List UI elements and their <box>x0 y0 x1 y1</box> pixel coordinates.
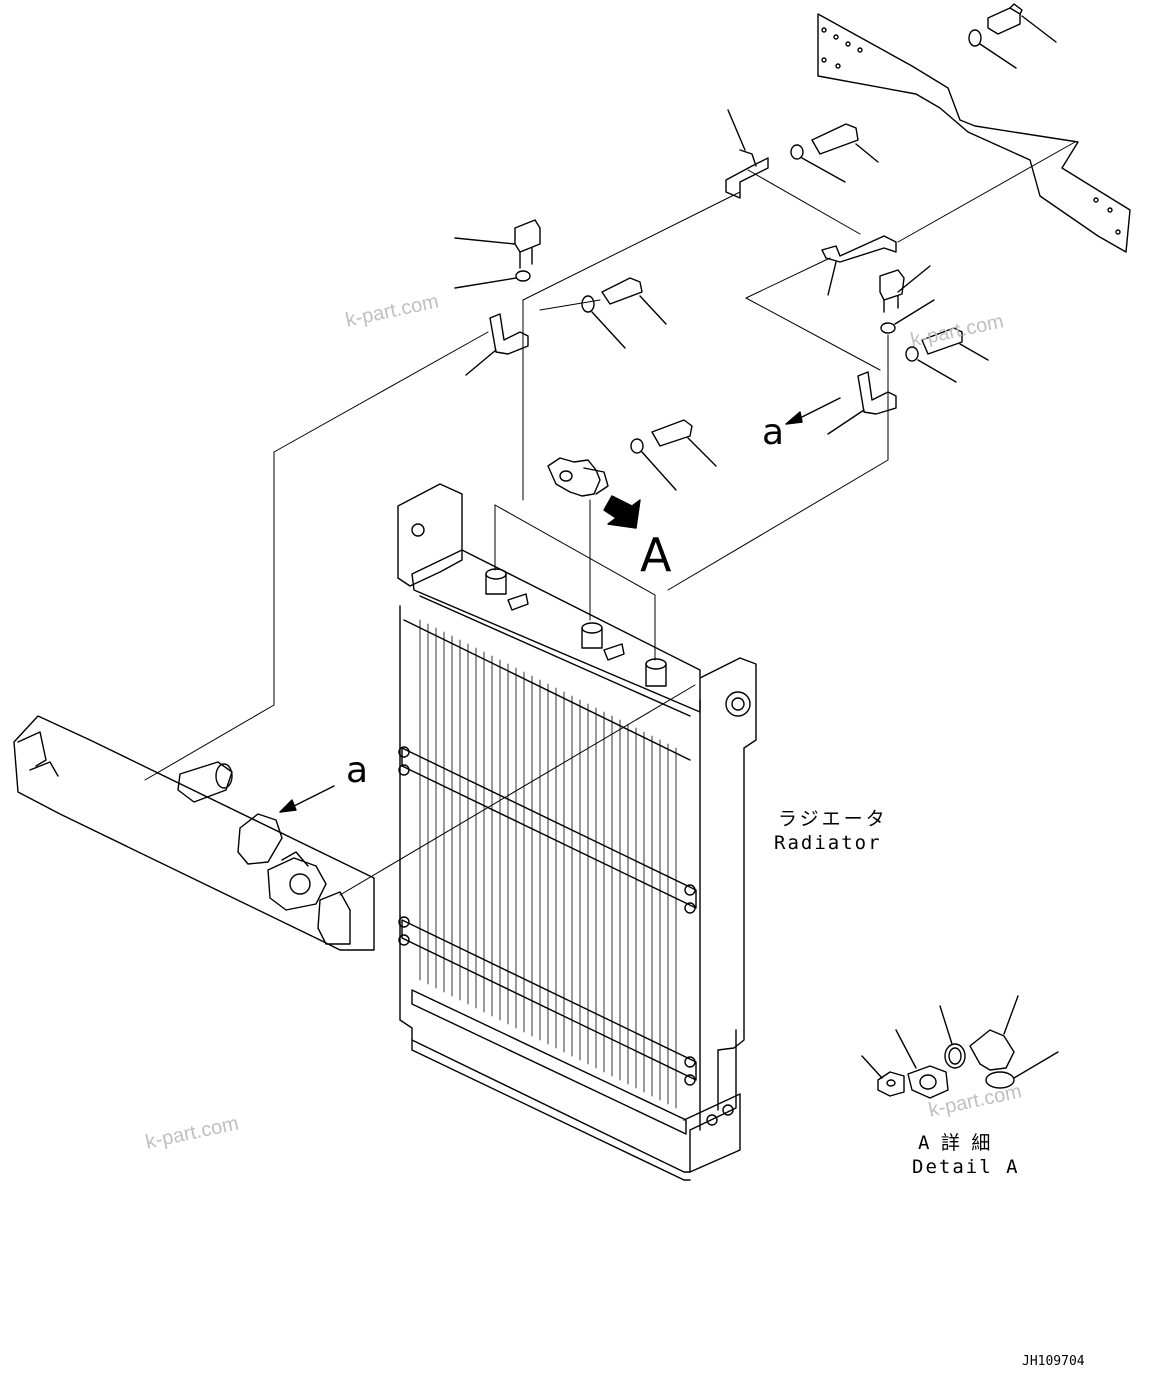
ref-a-upper-label: a <box>762 412 785 453</box>
assembly-lines <box>144 141 1076 896</box>
bolt-middle <box>581 277 667 349</box>
radiator-label-jp: ラジエータ <box>778 808 888 830</box>
elbow-fitting <box>547 419 717 529</box>
detail-a-label-jp: A 詳 細 <box>918 1132 991 1154</box>
bolt-left <box>454 219 541 289</box>
drawing-number: JH109704 <box>1022 1354 1085 1369</box>
bracket-upper-middle <box>725 109 879 199</box>
radiator-body <box>397 483 757 1181</box>
detail-a-parts <box>861 995 1059 1099</box>
radiator-label-en: Radiator <box>774 832 882 854</box>
bolt-right <box>879 265 989 383</box>
bolt-top-right <box>968 3 1057 69</box>
detail-a-label-en: Detail A <box>912 1156 1020 1178</box>
bracket-upper-right <box>821 235 897 296</box>
view-a-label: A <box>640 528 672 582</box>
left-pipe-assembly <box>13 715 375 951</box>
bracket-right <box>785 371 897 435</box>
frame-plate <box>817 13 1131 253</box>
bracket-left <box>465 313 529 376</box>
ref-a-lower-label: a <box>346 750 369 791</box>
